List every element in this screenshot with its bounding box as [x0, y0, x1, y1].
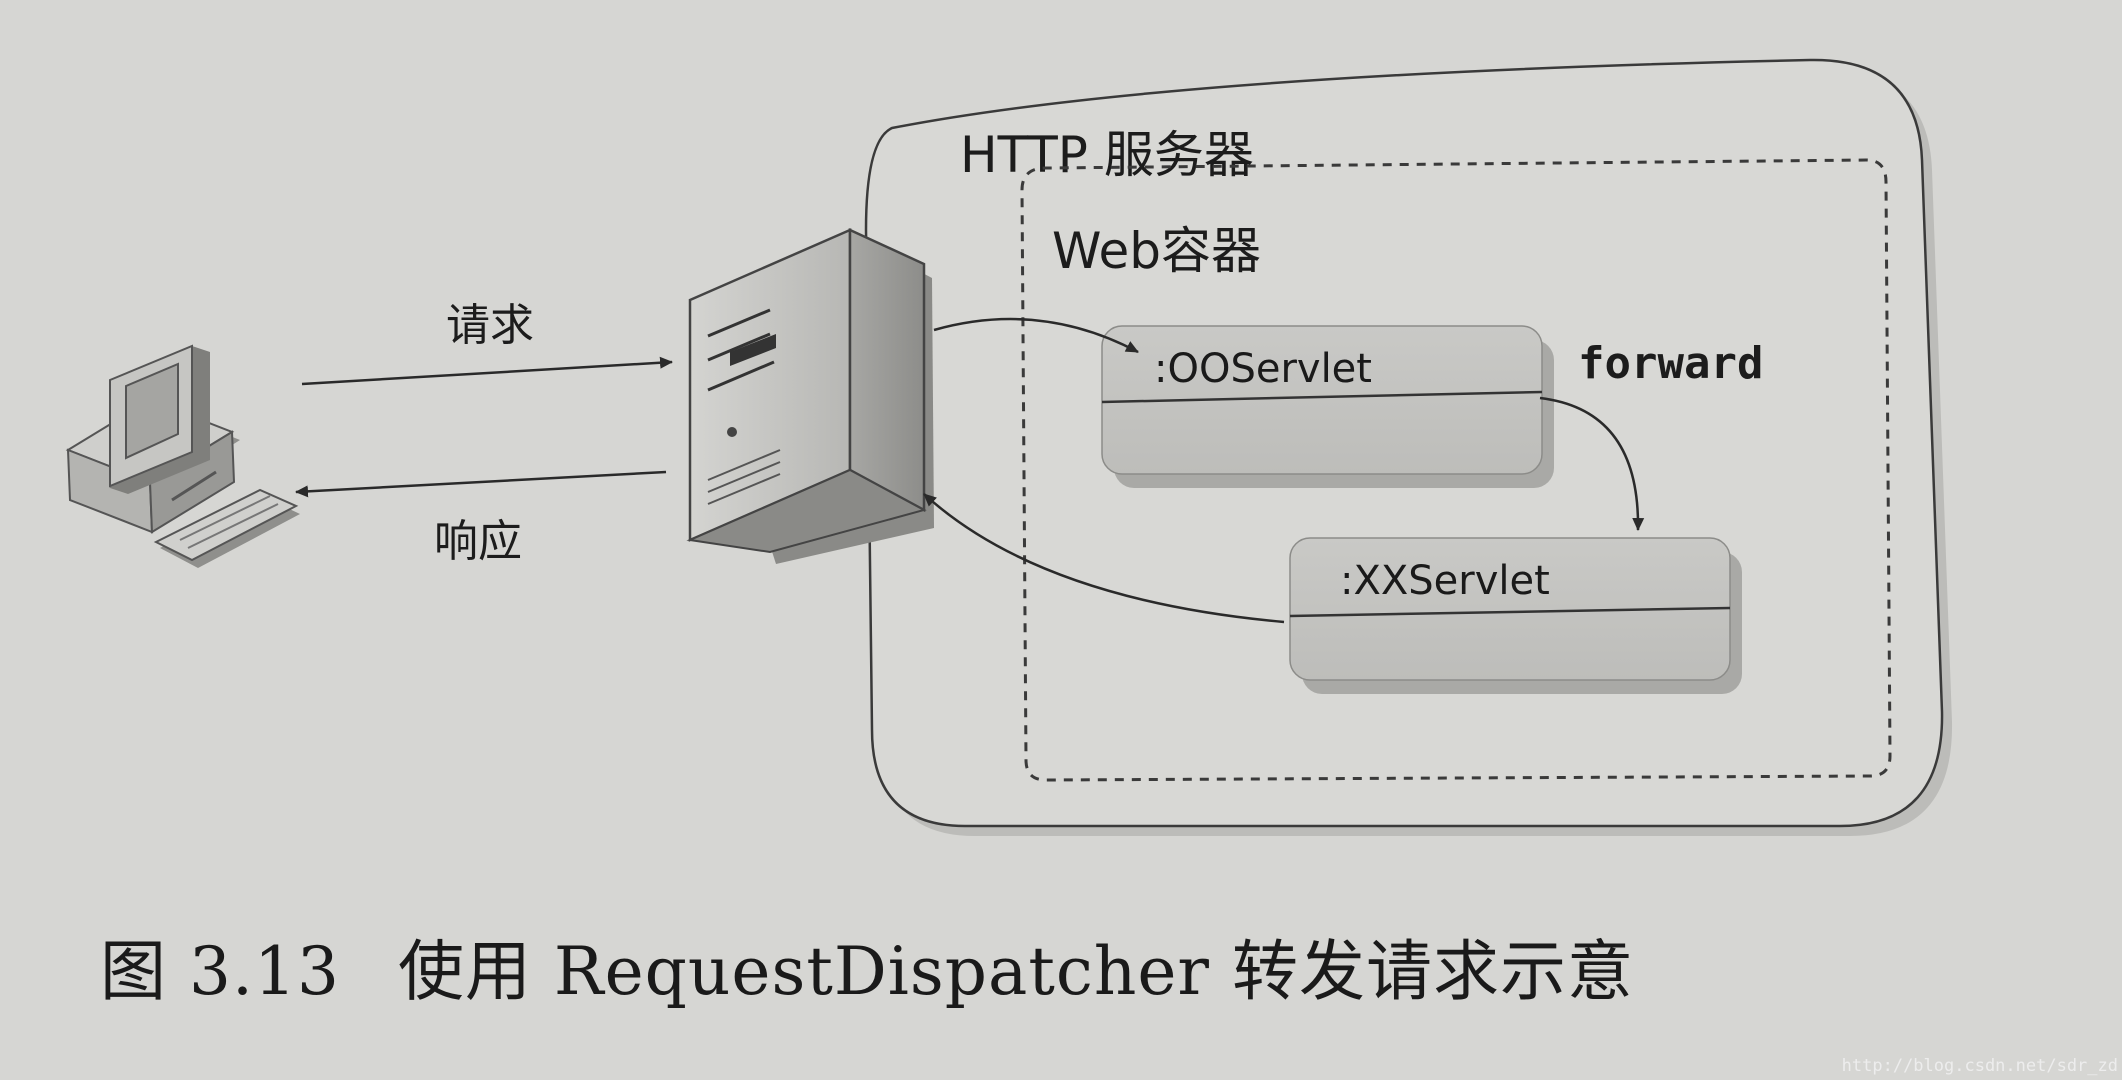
- figure-number: 图 3.13: [100, 933, 340, 1010]
- http-server-label: HTTP 服务器: [960, 126, 1254, 184]
- response-arrow: [296, 472, 666, 492]
- forward-label: forward: [1578, 338, 1763, 389]
- web-container-label: Web容器: [1052, 222, 1261, 280]
- figure-caption: 图 3.13 使用 RequestDispatcher 转发请求示意: [100, 918, 1634, 1014]
- server-tower-icon: [690, 230, 934, 564]
- request-arrow: [302, 362, 672, 384]
- oo-servlet-name: :OOServlet: [1154, 346, 1372, 392]
- figure-caption-text: 使用 RequestDispatcher 转发请求示意: [398, 933, 1634, 1010]
- client-computer-icon: [68, 346, 300, 568]
- xx-servlet-name: :XXServlet: [1340, 558, 1550, 604]
- request-label: 请求: [446, 300, 534, 351]
- response-label: 响应: [434, 516, 522, 567]
- watermark-url: http://blog.csdn.net/sdr_zd: [1842, 1056, 2118, 1076]
